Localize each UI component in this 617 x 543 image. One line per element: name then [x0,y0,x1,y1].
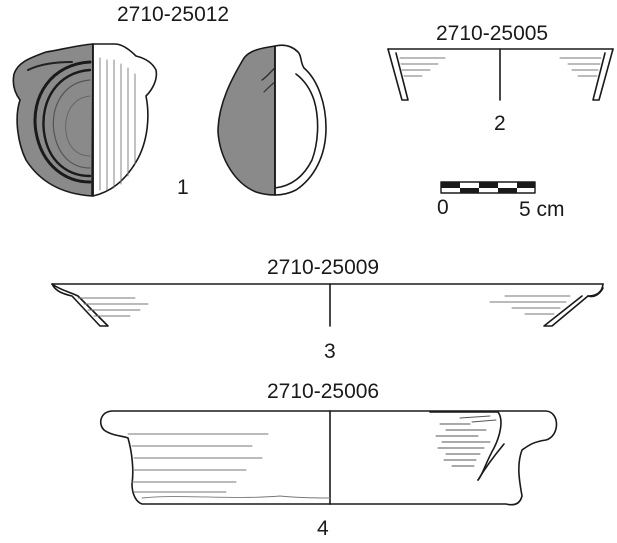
drawing-1-left-view [12,43,158,197]
drawing-4-profile [99,410,558,506]
drawing-1-right-view [217,44,327,196]
drawing-3-number: 3 [324,340,336,363]
scale-bar-end-label: 5 cm [519,198,565,221]
scale-bar-start-label: 0 [437,196,449,219]
scale-bar [440,181,536,194]
drawing-3-profile [51,283,604,327]
drawing-1-id-label: 2710-25012 [117,3,230,26]
drawing-3-id-label: 2710-25009 [267,256,380,279]
drawing-2-id-label: 2710-25005 [436,22,549,45]
drawing-4-number: 4 [317,517,329,540]
drawing-2-profile [387,48,614,101]
drawing-4-id-label: 2710-25006 [267,380,380,403]
drawing-1-number: 1 [177,176,189,199]
drawing-2-number: 2 [494,112,506,135]
